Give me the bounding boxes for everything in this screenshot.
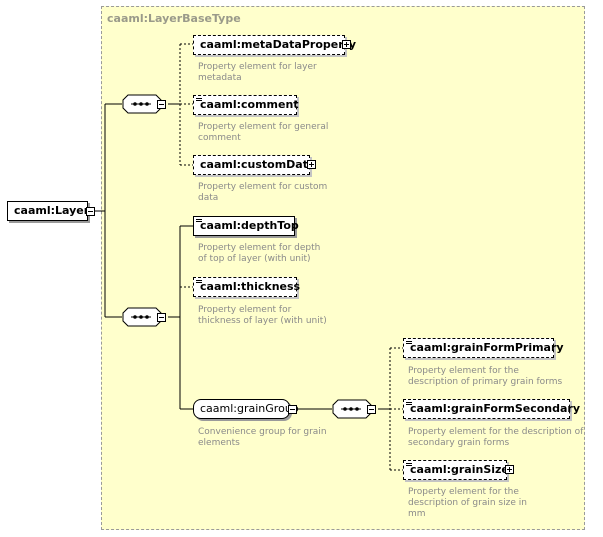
root-element-label: caaml:Layer [14, 204, 90, 217]
documentation-icon [196, 219, 202, 224]
collapse-icon[interactable] [367, 405, 376, 414]
collapse-icon[interactable] [157, 313, 166, 322]
layer-base-type-container [101, 6, 585, 530]
expand-icon[interactable] [307, 160, 316, 169]
documentation-icon [406, 341, 412, 346]
sequence-compositor-grain[interactable] [332, 399, 372, 419]
group-label: caaml:grainGroup [200, 402, 299, 415]
documentation-icon [196, 280, 202, 285]
expand-icon[interactable] [342, 40, 351, 49]
element-customdata[interactable]: caaml:customData [193, 155, 315, 175]
element-depthtop[interactable]: caaml:depthTop [193, 216, 299, 236]
expand-icon[interactable] [505, 465, 514, 474]
sequence-compositor-lower[interactable] [122, 307, 162, 327]
type-name-label: caaml:LayerBaseType [107, 12, 241, 25]
documentation-icon [196, 98, 202, 103]
element-grainformsecondary[interactable]: caaml:grainFormSecondary [403, 399, 580, 419]
root-element-layer[interactable]: caaml:Layer [7, 201, 90, 221]
element-metadataproperty[interactable]: caaml:metaDataProperty [193, 35, 356, 55]
element-comment[interactable]: caaml:comment [193, 95, 299, 115]
element-label: caaml:metaDataProperty [200, 38, 357, 51]
element-label: caaml:thickness [200, 280, 301, 293]
element-label: caaml:customData [200, 158, 316, 171]
group-grain-group[interactable]: caaml:grainGroup [193, 399, 299, 419]
element-label: caaml:depthTop [200, 219, 299, 232]
documentation-icon [406, 402, 412, 407]
element-thickness[interactable]: caaml:thickness [193, 277, 301, 297]
collapse-icon[interactable] [86, 207, 95, 216]
element-label: caaml:grainFormSecondary [410, 402, 581, 415]
element-label: caaml:grainSize [410, 463, 509, 476]
sequence-compositor-upper[interactable] [122, 94, 162, 114]
element-label: caaml:grainFormPrimary [410, 341, 564, 354]
collapse-icon[interactable] [157, 100, 166, 109]
documentation-icon [406, 463, 412, 468]
element-grainsize[interactable]: caaml:grainSize [403, 460, 509, 480]
collapse-icon[interactable] [288, 405, 297, 414]
element-label: caaml:comment [200, 98, 299, 111]
element-grainformprimary[interactable]: caaml:grainFormPrimary [403, 338, 564, 358]
